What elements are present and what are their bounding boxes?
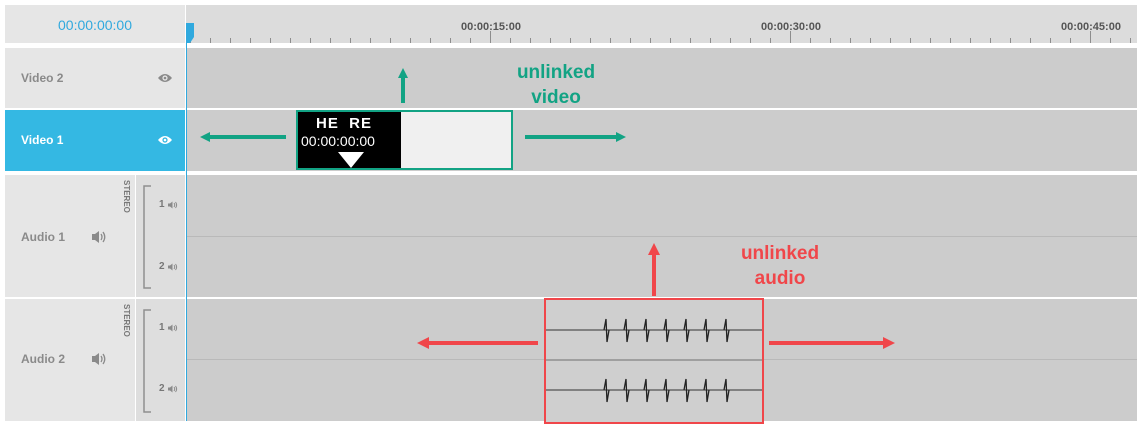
channel-divider	[186, 236, 1137, 237]
timeline-ruler[interactable]: 00:00:15:00 00:00:30:00 00:00:45:00	[186, 5, 1137, 43]
track-header-audio-1[interactable]: Audio 1	[5, 175, 135, 297]
playhead-marker[interactable]	[186, 23, 194, 43]
small-speaker-icon[interactable]	[168, 263, 178, 271]
audio-clip[interactable]	[544, 298, 764, 424]
audio-waveform	[546, 318, 762, 403]
track-label: Video 1	[21, 133, 64, 147]
speaker-icon[interactable]	[91, 352, 107, 366]
playhead-line	[186, 43, 187, 421]
annotation-line-1: unlinked	[740, 243, 820, 264]
channel-2-label: 2	[159, 383, 165, 394]
clip-thumbnail: HE RE 00:00:00:00	[298, 112, 401, 168]
triangle-down-icon	[338, 152, 364, 168]
small-speaker-icon[interactable]	[168, 385, 178, 393]
track-label: Audio 1	[21, 230, 65, 244]
audio-1-channel-panel: STEREO 1 2	[122, 175, 185, 297]
audio-2-channel-panel: STEREO 1 2	[122, 299, 185, 421]
annotation-unlinked-video: unlinked video	[496, 60, 616, 110]
waveform-spike	[663, 378, 670, 403]
lane-video-2[interactable]	[186, 48, 1137, 108]
ruler-ticks	[190, 31, 1131, 43]
waveform-spike	[663, 318, 670, 343]
annotation-line-2: video	[531, 87, 581, 108]
ruler-label-45: 00:00:45:00	[1061, 21, 1121, 33]
annotation-line-1: unlinked	[516, 62, 596, 83]
channel-bracket	[143, 185, 151, 289]
video-clip[interactable]: HE RE 00:00:00:00	[296, 110, 513, 170]
waveform-spike	[623, 318, 630, 343]
track-header-video-2[interactable]: Video 2	[5, 48, 185, 108]
ruler-label-15: 00:00:15:00	[461, 21, 521, 33]
waveform-spike	[643, 318, 650, 343]
channel-1-label: 1	[159, 322, 165, 333]
track-header-audio-2[interactable]: Audio 2	[5, 299, 135, 421]
small-speaker-icon[interactable]	[168, 324, 178, 332]
stereo-label: STEREO	[122, 304, 131, 337]
ruler-label-30: 00:00:30:00	[761, 21, 821, 33]
waveform-spike	[703, 378, 710, 403]
small-speaker-icon[interactable]	[168, 201, 178, 209]
track-label: Audio 2	[21, 352, 65, 366]
track-header-video-1[interactable]: Video 1	[5, 110, 185, 171]
speaker-icon[interactable]	[91, 230, 107, 244]
waveform-spike	[603, 318, 610, 343]
track-label: Video 2	[21, 71, 64, 85]
annotation-unlinked-audio: unlinked audio	[720, 241, 840, 291]
waveform-spike	[683, 378, 690, 403]
waveform-spike	[723, 318, 730, 343]
stereo-label: STEREO	[122, 180, 131, 213]
channel-bracket	[143, 309, 151, 413]
waveform-spike	[703, 318, 710, 343]
current-timecode[interactable]: 00:00:00:00	[5, 5, 185, 43]
waveform-spike	[683, 318, 690, 343]
channel-1-label: 1	[159, 199, 165, 210]
clip-title-text: HE RE	[316, 115, 373, 132]
eye-icon[interactable]	[157, 72, 173, 84]
track-separator	[5, 172, 1137, 175]
waveform-spike	[723, 378, 730, 403]
waveform-spike	[643, 378, 650, 403]
eye-icon[interactable]	[157, 134, 173, 146]
clip-timecode: 00:00:00:00	[301, 133, 375, 149]
waveform-spike	[623, 378, 630, 403]
annotation-line-2: audio	[754, 268, 806, 289]
channel-2-label: 2	[159, 261, 165, 272]
waveform-spike	[603, 378, 610, 403]
